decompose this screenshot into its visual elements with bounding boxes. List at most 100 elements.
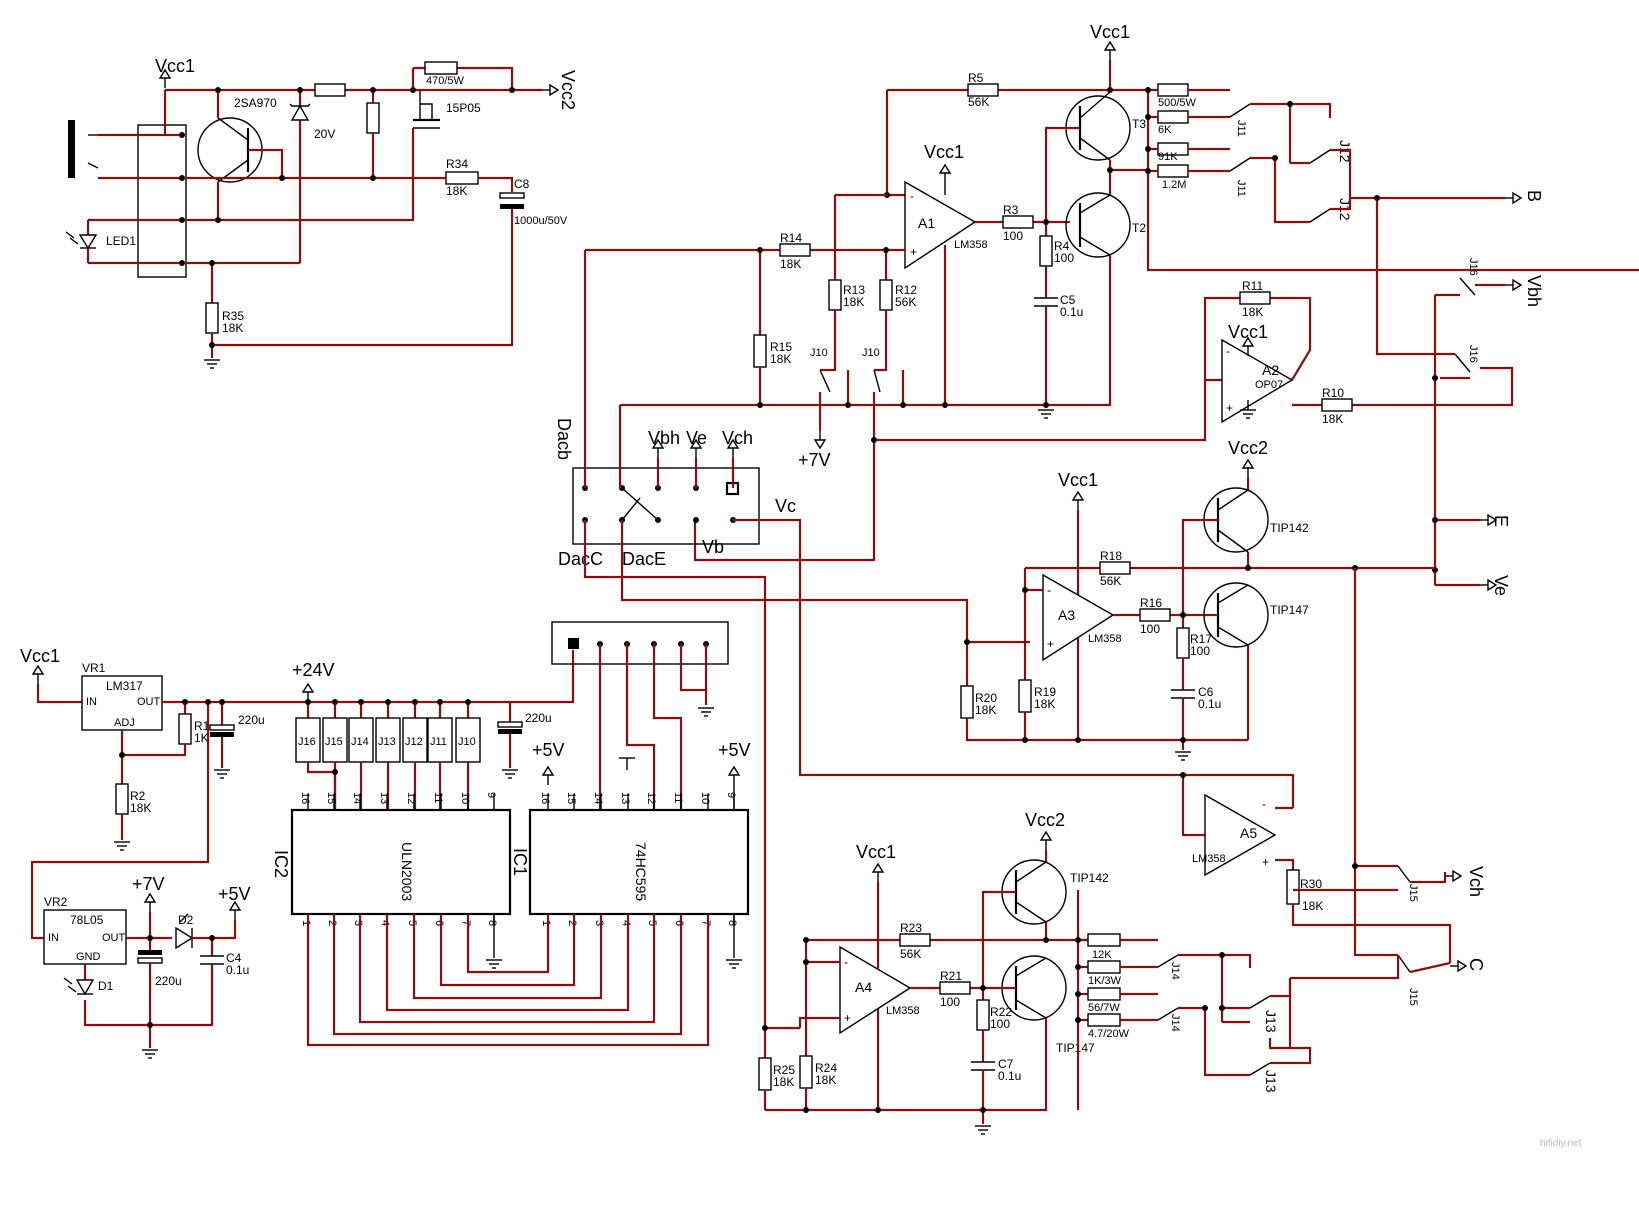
r-470-label: 470/5W <box>426 75 465 87</box>
d1-label: D1 <box>98 979 114 993</box>
ic-pin-number: 15 <box>325 792 337 804</box>
r20-label: R20 <box>975 691 997 705</box>
ic-pin-number: 9 <box>725 792 737 798</box>
ic-pin-number: 14 <box>592 792 604 804</box>
ic-pin-number: 8 <box>726 920 738 926</box>
tip147-e-label: TIP147 <box>1270 603 1309 617</box>
r10-value: 18K <box>1322 412 1343 426</box>
r-500-label: 500/5W <box>1158 97 1197 109</box>
ic-pin-number: 13 <box>619 792 631 804</box>
a2-label: A2 <box>1262 362 1279 378</box>
tip142-e-label: TIP142 <box>1270 521 1309 535</box>
r-12k-label: 12K <box>1092 949 1112 961</box>
ic-pin-number: 13 <box>378 792 390 804</box>
ic-pin-number: 11 <box>432 792 444 803</box>
r18-label: R18 <box>1100 549 1122 563</box>
zener-diode <box>289 103 311 121</box>
vcc1-label-t3: Vcc1 <box>1090 22 1130 42</box>
j11-label-b: J11 <box>1235 180 1247 197</box>
ic-pin-number: 5 <box>406 920 418 926</box>
vbh-label-box: Vbh <box>648 428 680 448</box>
mosfet-label: 15P05 <box>446 101 481 115</box>
ic-pin-number: 1 <box>540 920 552 926</box>
c5-label: C5 <box>1060 293 1076 307</box>
vr2-gnd: GND <box>76 951 101 963</box>
ic-pin-number: 10 <box>459 792 471 804</box>
r14-value: 18K <box>780 257 801 271</box>
r16-label: R16 <box>1140 596 1162 610</box>
ic-pin-number: 8 <box>486 920 498 926</box>
ic-pin-number: 6 <box>433 920 445 926</box>
ic-pin-number: 11 <box>672 792 684 803</box>
r14-label: R14 <box>780 231 802 245</box>
r16-value: 100 <box>1140 622 1160 636</box>
j13-label-b: J13 <box>1263 1070 1279 1093</box>
lm317-label: LM317 <box>106 679 143 693</box>
ic-pin-number: 6 <box>673 920 685 926</box>
mosfet-15p05 <box>413 90 440 129</box>
r11-value: 18K <box>1242 305 1263 319</box>
ic-pin-number: 1 <box>300 920 312 926</box>
r25-label: R25 <box>773 1063 795 1077</box>
c-label: C <box>1466 958 1486 971</box>
j14-label-b: J14 <box>1169 1014 1181 1032</box>
j16-label-a: J16 <box>1467 258 1479 276</box>
jumper-label: J16 <box>298 736 316 748</box>
c6-value: 0.1u <box>1198 697 1221 711</box>
c7-label: C7 <box>998 1057 1014 1071</box>
vcc1-label-vr1: Vcc1 <box>20 646 60 666</box>
led-d1 <box>63 977 95 996</box>
r23-value: 56K <box>900 947 921 961</box>
j15-label-b: J15 <box>1407 988 1419 1006</box>
r35-value: 18K <box>222 321 243 335</box>
jumper-label: J13 <box>378 736 396 748</box>
l78-label: 78L05 <box>70 913 104 927</box>
r18-value: 56K <box>1100 574 1121 588</box>
r4-label: R4 <box>1054 239 1070 253</box>
dac-selector-switch: Dacb Vbh Ve Vch Vc Vb DacC DacE <box>554 250 1295 1030</box>
c4-value: 0.1u <box>226 963 249 977</box>
r12-value: 56K <box>895 295 916 309</box>
vcc1-label-a3: Vcc1 <box>1058 470 1098 490</box>
c5-value: 0.1u <box>1060 305 1083 319</box>
j15-label-a: J15 <box>1407 884 1419 902</box>
r19-label: R19 <box>1034 685 1056 699</box>
vr1-label: VR1 <box>82 661 106 675</box>
r22-value: 100 <box>990 1017 1010 1031</box>
r11-label: R11 <box>1242 279 1263 293</box>
svg-text:+: + <box>1262 855 1269 869</box>
ic-pin-number: 7 <box>700 920 712 926</box>
r17-label: R17 <box>1190 632 1212 646</box>
r3-value: 100 <box>1003 229 1023 243</box>
b-driver-stage: R5 56K -+ A1 LM358 Vcc1 R3 100 R4 100 C5… <box>585 22 1639 562</box>
opamp-a2 <box>1221 338 1294 424</box>
a5-label: A5 <box>1240 825 1257 841</box>
vch-label-right: Vch <box>1466 866 1486 897</box>
dacb-label: Dacb <box>554 418 574 460</box>
c6-label: C6 <box>1198 685 1214 699</box>
led1-label: LED1 <box>106 234 136 248</box>
ic-pin-number: 5 <box>646 920 658 926</box>
r2-label: R2 <box>130 789 146 803</box>
a3-label: A3 <box>1058 607 1075 623</box>
r1-value: 1K <box>194 731 209 745</box>
ic-pin-number: 12 <box>645 792 657 804</box>
r25-value: 18K <box>773 1075 794 1089</box>
r12-label: R12 <box>895 283 917 297</box>
r23-label: R23 <box>900 921 922 935</box>
r34-value: 18K <box>446 184 467 198</box>
dacc-label: DacC <box>558 549 603 569</box>
led1 <box>65 231 98 250</box>
r17-value: 100 <box>1190 644 1210 658</box>
ic-pin-number: 16 <box>539 792 551 804</box>
uln-label: ULN2003 <box>399 842 415 901</box>
c220-label-vr2: 220u <box>155 974 182 988</box>
r4-value: 100 <box>1054 251 1074 265</box>
hc595-label: 74HC595 <box>633 842 649 901</box>
ve-label-box: Ve <box>686 428 707 448</box>
ic-pin-number: 3 <box>352 920 364 926</box>
opamp-a3 <box>1042 573 1115 662</box>
vbh-label-right: Vbh <box>1524 275 1544 307</box>
